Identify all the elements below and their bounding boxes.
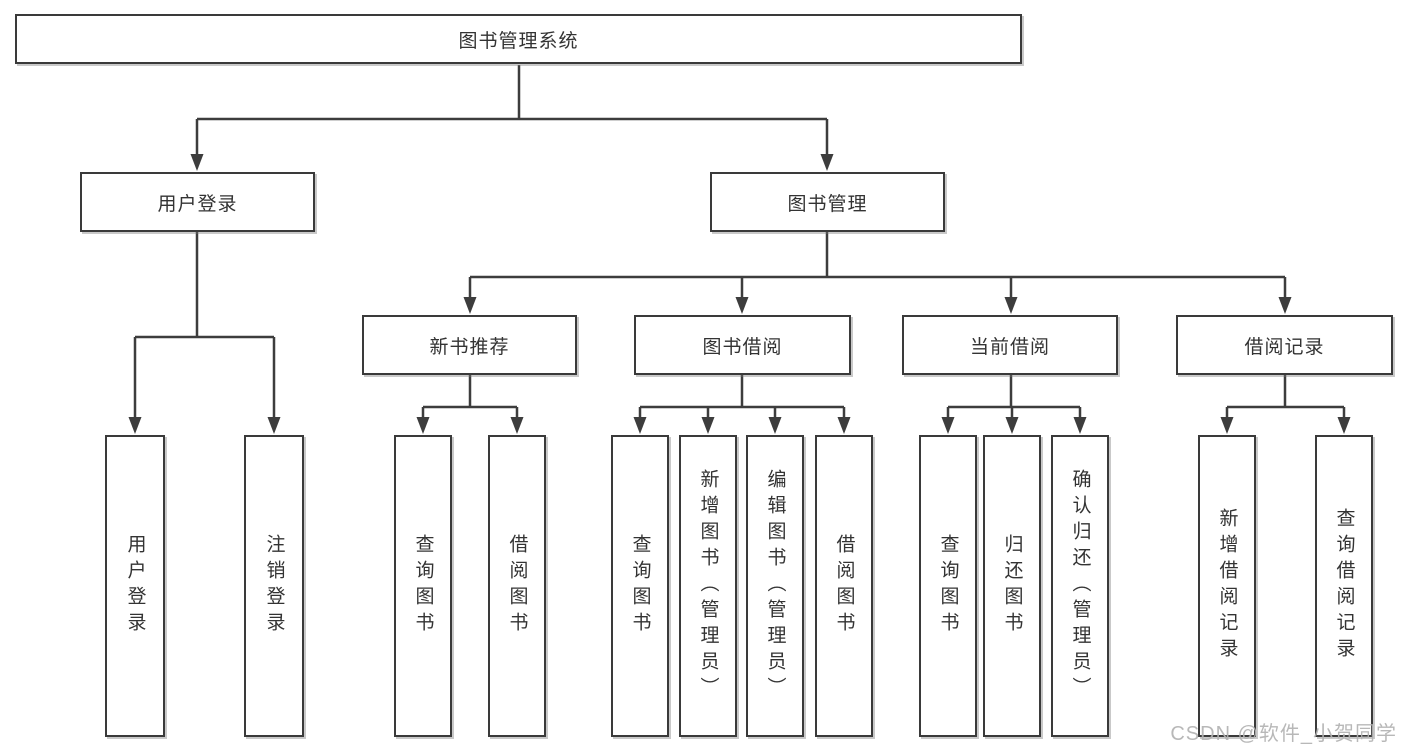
leaf-borrow-books: 借阅图书 <box>815 435 873 737</box>
leaf-label: 借阅图书 <box>833 534 855 638</box>
node-current-borrowing: 当前借阅 <box>902 315 1118 375</box>
leaf-add-books-admin: 新增图书（管理员） <box>679 435 737 737</box>
node-label: 当前借阅 <box>969 336 1050 358</box>
leaf-user-login: 用户登录 <box>105 435 165 737</box>
leaf-label: 确认归还（管理员） <box>1069 469 1091 703</box>
node-label: 用户登录 <box>157 193 238 215</box>
leaf-label: 查询图书 <box>937 534 959 638</box>
leaf-label: 用户登录 <box>124 534 146 638</box>
leaf-add-borrow-record: 新增借阅记录 <box>1198 435 1256 737</box>
node-book-borrowing: 图书借阅 <box>634 315 851 375</box>
leaf-query-books: 查询图书 <box>611 435 669 737</box>
leaf-confirm-return-admin: 确认归还（管理员） <box>1051 435 1109 737</box>
leaf-query-books: 查询图书 <box>919 435 977 737</box>
node-user-login: 用户登录 <box>80 172 315 232</box>
leaf-label: 借阅图书 <box>506 534 528 638</box>
leaf-query-borrow-record: 查询借阅记录 <box>1315 435 1373 737</box>
leaf-label: 新增借阅记录 <box>1216 508 1238 664</box>
node-label: 图书管理 <box>787 193 868 215</box>
leaf-label: 查询图书 <box>412 534 434 638</box>
leaf-label: 查询图书 <box>629 534 651 638</box>
node-label: 图书管理系统 <box>458 30 579 52</box>
leaf-query-books: 查询图书 <box>394 435 452 737</box>
leaf-logout: 注销登录 <box>244 435 304 737</box>
node-system-root: 图书管理系统 <box>15 14 1022 64</box>
leaf-return-books: 归还图书 <box>983 435 1041 737</box>
leaf-edit-books-admin: 编辑图书（管理员） <box>746 435 804 737</box>
leaf-label: 归还图书 <box>1001 534 1023 638</box>
leaf-label: 编辑图书（管理员） <box>764 469 786 703</box>
leaf-label: 新增图书（管理员） <box>697 469 719 703</box>
node-new-book-recommend: 新书推荐 <box>362 315 577 375</box>
node-label: 借阅记录 <box>1244 336 1325 358</box>
leaf-borrow-books: 借阅图书 <box>488 435 546 737</box>
leaf-label: 查询借阅记录 <box>1333 508 1355 664</box>
csdn-watermark: CSDN @软件_小贺同学 <box>1170 723 1397 745</box>
node-borrowing-records: 借阅记录 <box>1176 315 1393 375</box>
node-label: 新书推荐 <box>429 336 510 358</box>
node-book-management: 图书管理 <box>710 172 945 232</box>
leaf-label: 注销登录 <box>263 534 285 638</box>
node-label: 图书借阅 <box>702 336 783 358</box>
